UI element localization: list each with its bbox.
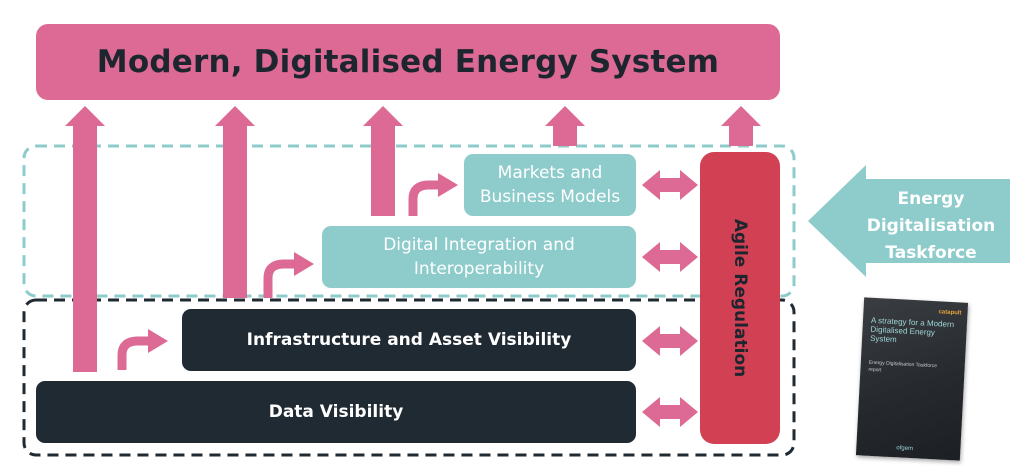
up-arrow-regulation bbox=[721, 106, 761, 146]
infrastructure-visibility-box: Infrastructure and Asset Visibility bbox=[182, 309, 636, 371]
up-arrow-infrastructure bbox=[215, 106, 255, 298]
markets-label: Markets and Business Models bbox=[479, 163, 621, 207]
double-arrow-markets bbox=[642, 170, 698, 200]
up-arrow-integration bbox=[363, 106, 403, 216]
curve-arrow-infrastructure-to-integration bbox=[263, 259, 296, 298]
double-arrow-infrastructure bbox=[642, 326, 698, 356]
curve-arrow-head bbox=[294, 252, 314, 276]
data-label: Data Visibility bbox=[268, 402, 404, 422]
up-arrow-data bbox=[65, 106, 105, 372]
cover-footer-logo: ofgem bbox=[896, 445, 914, 453]
agile-regulation-label: Agile Regulation bbox=[730, 218, 751, 378]
taskforce-label: Energy Digitalisation Taskforce bbox=[866, 189, 996, 263]
integration-label: Digital Integration and Interoperability bbox=[383, 235, 575, 279]
curve-arrow-head bbox=[148, 329, 168, 353]
digital-integration-box: Digital Integration and Interoperability bbox=[322, 226, 636, 288]
up-arrow-markets bbox=[545, 106, 585, 146]
infrastructure-label: Infrastructure and Asset Visibility bbox=[246, 330, 572, 350]
markets-business-models-box: Markets and Business Models bbox=[464, 154, 636, 216]
curve-arrow-head bbox=[438, 173, 458, 197]
report-cover-image: catapult A strategy for a Modern Digital… bbox=[855, 297, 969, 461]
cover-title: A strategy for a Modern Digitalised Ener… bbox=[869, 315, 955, 345]
digital-layer-region bbox=[22, 144, 796, 298]
cover-brand: catapult bbox=[938, 309, 962, 317]
agile-regulation-bar: Agile Regulation bbox=[700, 152, 780, 444]
data-visibility-box: Data Visibility bbox=[36, 381, 636, 443]
cover-subtitle: Energy Digitalisation Taskforce report bbox=[868, 359, 938, 374]
double-arrow-integration bbox=[642, 242, 698, 272]
system-title-banner: Modern, Digitalised Energy System bbox=[36, 24, 780, 100]
curve-arrow-data-to-infrastructure bbox=[117, 336, 150, 370]
taskforce-arrow bbox=[808, 165, 1010, 277]
double-arrow-data bbox=[642, 397, 698, 427]
physical-layer-region bbox=[22, 298, 796, 457]
curve-arrow-integration-to-markets bbox=[408, 180, 440, 216]
